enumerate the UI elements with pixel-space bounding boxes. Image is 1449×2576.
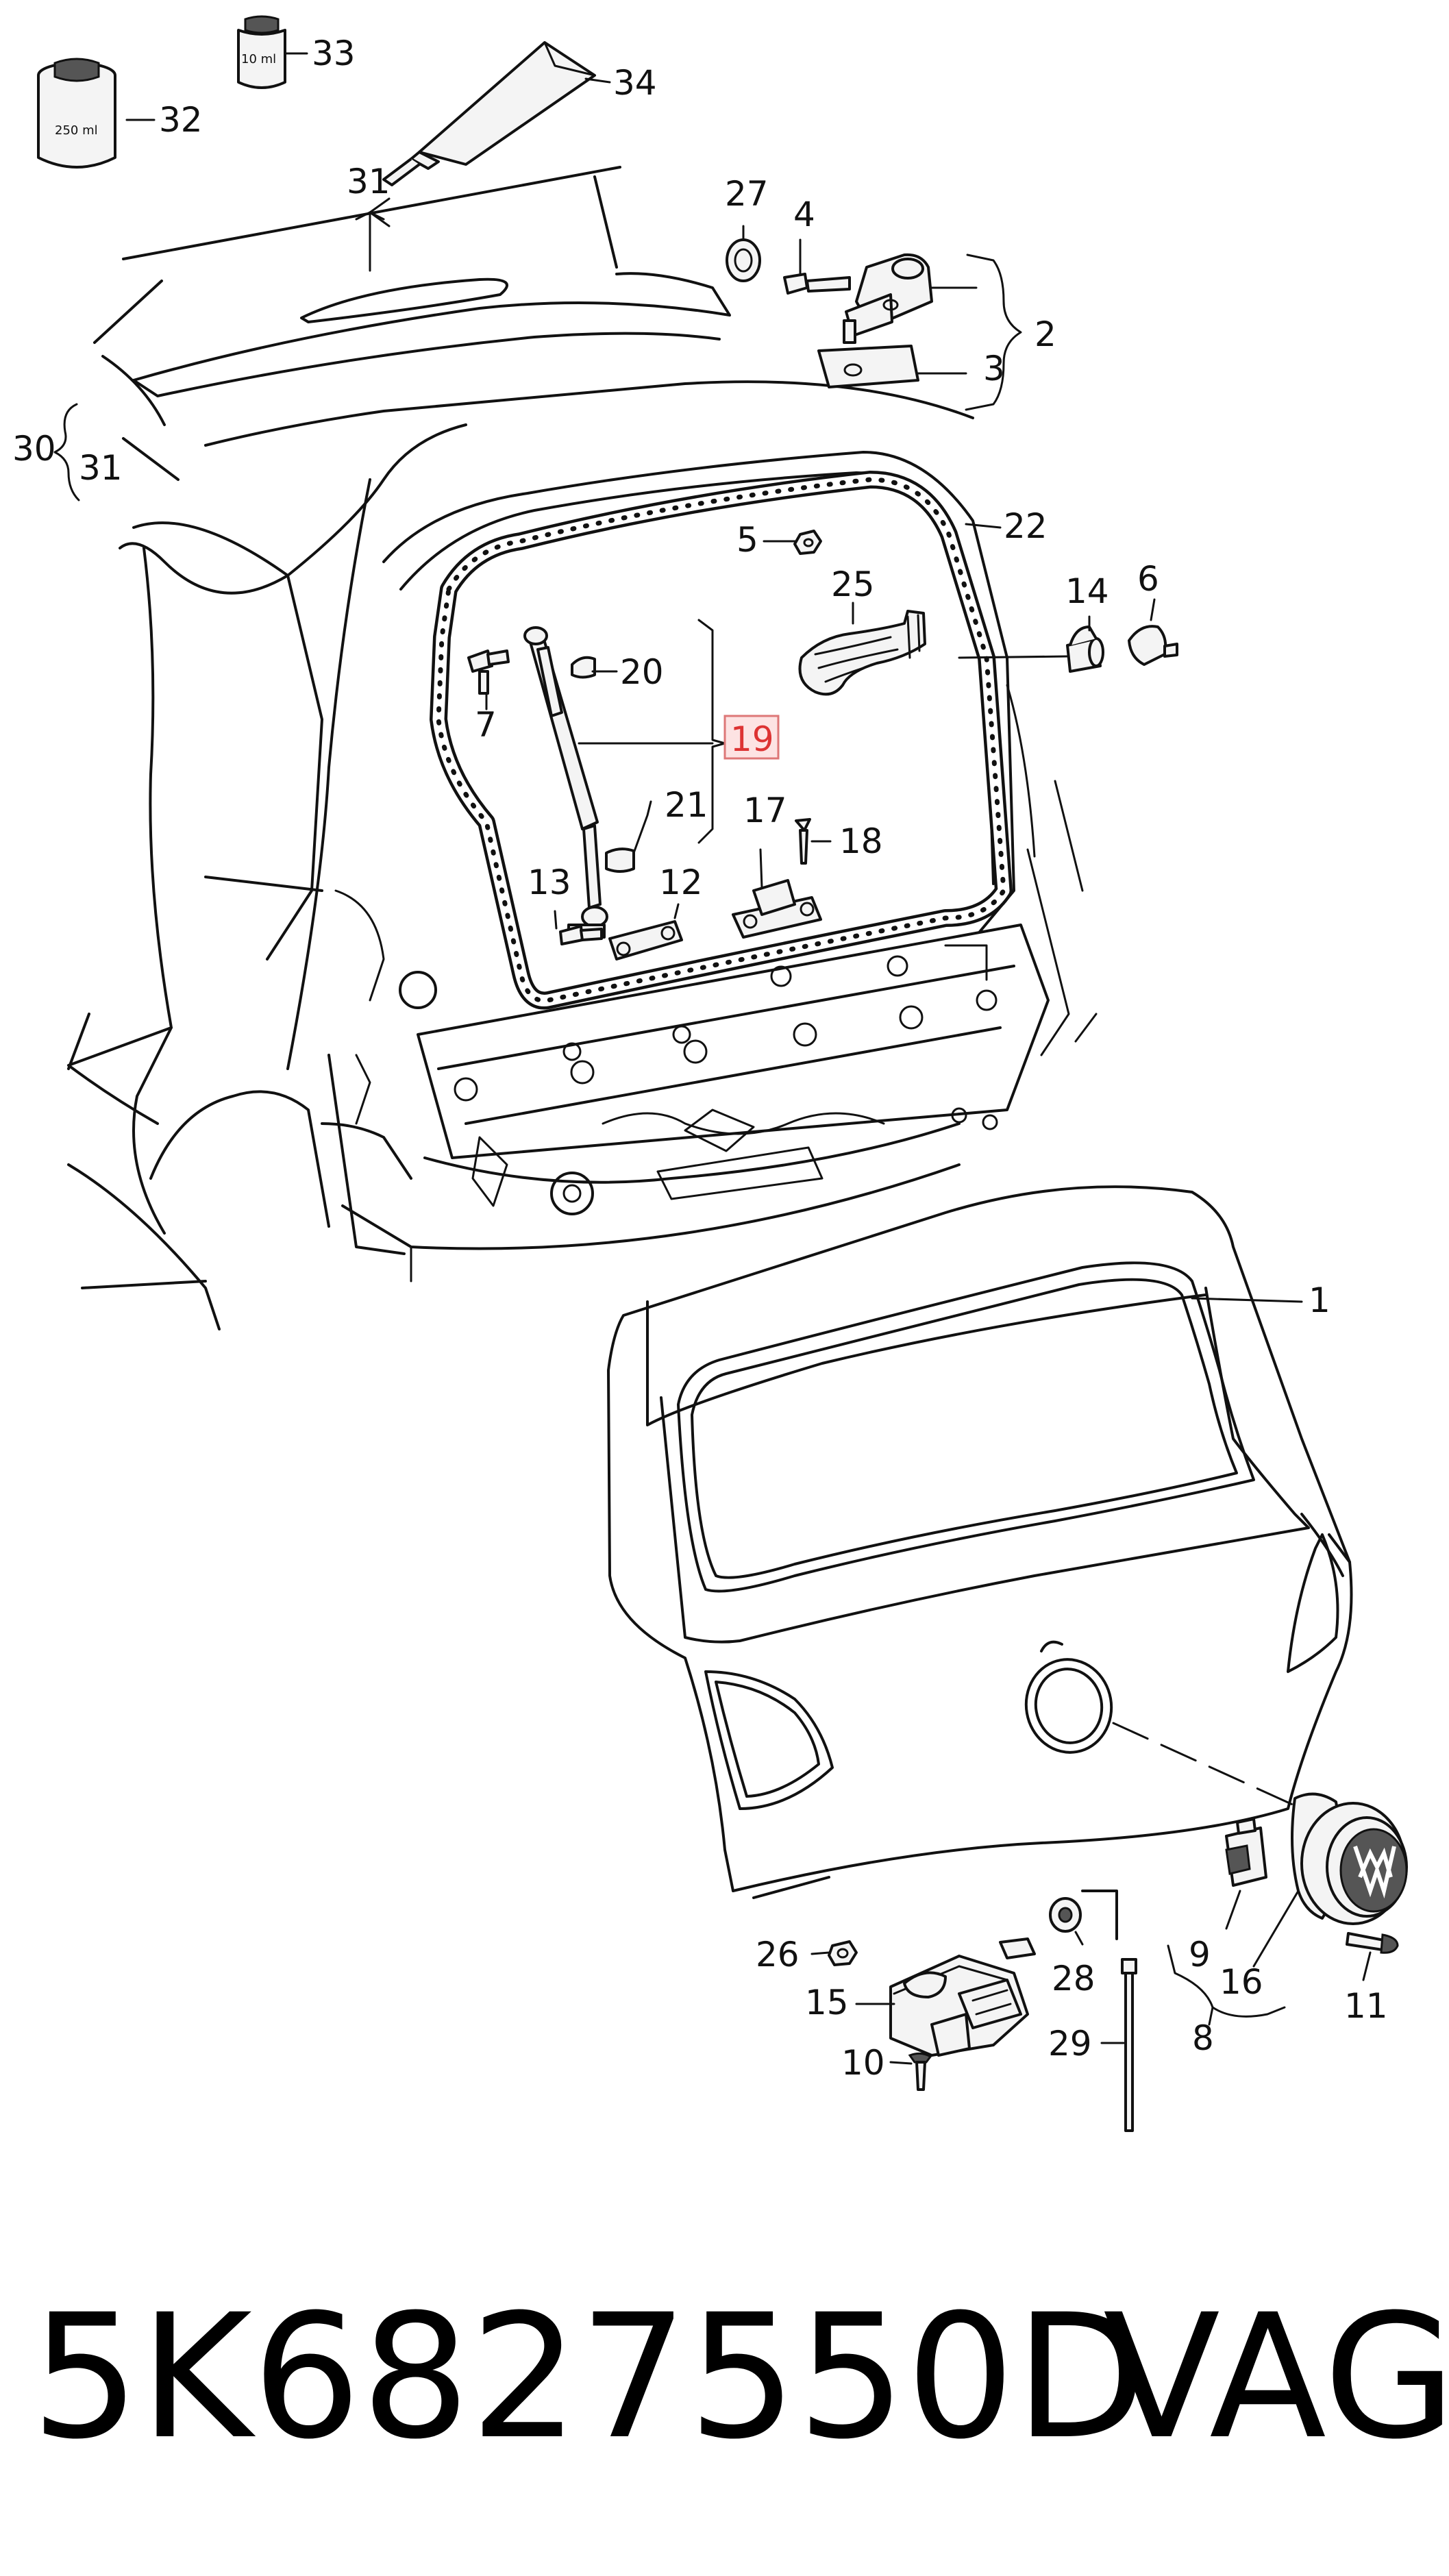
callout-22: 22 (1004, 506, 1048, 546)
bracket-12 (608, 920, 683, 961)
callout-11: 11 (1344, 1986, 1388, 2026)
callout-16: 16 (1219, 1962, 1263, 2002)
callout-15: 15 (805, 1983, 849, 2022)
callout-25: 25 (831, 565, 875, 604)
screw-10 (908, 2052, 932, 2091)
tailgate (607, 1185, 1353, 1940)
callout-19-highlight (723, 715, 780, 760)
callout-8: 8 (1192, 2018, 1214, 2058)
callout-33: 33 (312, 34, 356, 73)
buffer-14 (1066, 626, 1104, 673)
roof-spoiler (93, 166, 731, 481)
callout-31-side: 31 (79, 448, 123, 488)
clip-20 (571, 656, 596, 679)
hinge-assembly (726, 238, 933, 388)
callout-17: 17 (743, 791, 787, 830)
callout-30: 30 (12, 429, 56, 469)
callout-18: 18 (839, 821, 883, 861)
nut-26 (828, 1940, 858, 1966)
callout-13: 13 (528, 863, 571, 902)
rod-29 (1121, 1958, 1137, 2132)
bottle-10ml: 10 ml (237, 15, 286, 89)
leader-lines (53, 52, 1372, 2065)
callout-20: 20 (620, 652, 664, 692)
nut-5 (793, 530, 822, 555)
bottle-small-label: 10 ml (241, 52, 276, 66)
vehicle-body-rear (67, 380, 1098, 1330)
ball-stud-7 (467, 649, 510, 695)
bolt-13 (559, 925, 603, 945)
bottle-250ml: 250 ml (37, 58, 116, 169)
tailgate-seal (430, 471, 1013, 1010)
microswitch-9 (1225, 1818, 1267, 1887)
callout-7: 7 (475, 705, 497, 745)
callout-4: 4 (793, 195, 815, 234)
callout-12: 12 (659, 863, 703, 902)
callout-labels: 1 2 3 4 5 6 7 8 9 10 11 12 13 14 15 16 1… (12, 34, 1388, 2083)
callout-5: 5 (736, 520, 758, 560)
lock-15 (889, 1937, 1036, 2057)
callout-34: 34 (613, 63, 657, 103)
callout-26: 26 (756, 1935, 800, 1974)
callout-2: 2 (1035, 314, 1056, 354)
callout-32: 32 (159, 100, 203, 140)
gas-strut (523, 626, 608, 939)
callout-28: 28 (1052, 1959, 1095, 1998)
screw-18 (795, 818, 811, 865)
callout-29: 29 (1048, 2024, 1092, 2064)
callout-14: 14 (1065, 571, 1109, 611)
striker-plate-17 (732, 879, 822, 939)
callout-9: 9 (1189, 1935, 1211, 1974)
brand-label: VAG (1103, 2277, 1449, 2477)
callout-27: 27 (725, 174, 769, 214)
callout-3: 3 (983, 349, 1005, 388)
clip-21 (605, 847, 635, 873)
callout-10: 10 (841, 2043, 885, 2083)
stop-buffer-6 (1128, 625, 1178, 666)
sealant-tube (382, 41, 596, 186)
callout-21: 21 (665, 785, 708, 825)
callout-1: 1 (1309, 1280, 1330, 1320)
grommet-28 (1049, 1897, 1082, 1933)
screw-11 (1346, 1932, 1399, 1954)
callout-31-top: 31 (347, 162, 391, 201)
part-number: 5K6827550D (31, 2277, 1147, 2477)
callout-19: 19 (730, 719, 774, 759)
rear-emblem-handle-16 (1291, 1792, 1408, 1925)
bottle-large-label: 250 ml (55, 123, 98, 138)
wiring-harness-25 (798, 610, 926, 696)
callout-6: 6 (1137, 559, 1159, 599)
